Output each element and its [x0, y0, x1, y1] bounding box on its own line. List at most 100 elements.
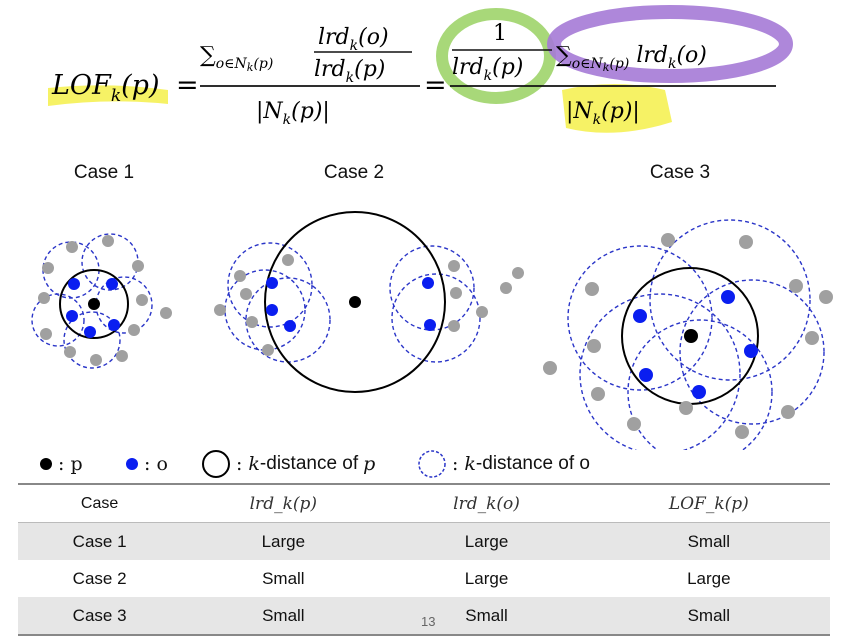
gray-point [819, 290, 833, 304]
legend-kdist-o-text: -distance of o [475, 453, 590, 474]
table-row: Case 2 Small Large Large [18, 560, 830, 597]
gray-point [64, 346, 76, 358]
p-point [684, 329, 698, 343]
case3-kdist-o-circle [649, 219, 811, 381]
legend: : p : o : k -distance of p : k -distance… [0, 446, 862, 482]
frac1-inner-num: lrdk(o) [318, 25, 389, 54]
case3-kdist-o-circle [679, 279, 825, 425]
o-point [108, 319, 120, 331]
gray-point [789, 279, 803, 293]
case1-kdist-p-circle [59, 269, 129, 339]
solid-circle-icon [202, 450, 230, 478]
gray-point [132, 260, 144, 272]
o-point [68, 278, 80, 290]
o-point [721, 290, 735, 304]
case3-kdist-o-circle [627, 319, 773, 450]
o-point [284, 320, 296, 332]
gray-point [240, 288, 252, 300]
cell-lof-p: Large [687, 568, 731, 588]
cell-lof-p: Small [587, 522, 830, 560]
gray-point [585, 282, 599, 296]
o-point [66, 310, 78, 322]
case-1-title: Case 1 [73, 162, 135, 183]
o-point [639, 368, 653, 382]
table-row: Case 3 Small Small Small [18, 597, 830, 636]
gray-point [591, 387, 605, 401]
purple-highlight-circle [547, 5, 793, 83]
cell-case: Case 1 [18, 522, 182, 560]
legend-p: : p [38, 446, 83, 482]
cell-lrd-p: Small [181, 597, 386, 636]
frac2-sum: ∑o∈Nk(p) lrdk(o) [556, 43, 707, 74]
gray-point [160, 307, 172, 319]
case-3-diagram [543, 219, 833, 450]
gray-point [735, 425, 749, 439]
case2-kdist-p-circle [264, 211, 446, 393]
lof-cases-diagram [31, 211, 833, 450]
o-point-icon [126, 458, 138, 470]
case2-kdist-o-circle [227, 242, 313, 328]
case-1-diagram [31, 233, 172, 369]
cell-lrd-p: Small [262, 568, 305, 588]
o-point [266, 277, 278, 289]
gray-point [543, 361, 557, 375]
gray-point [234, 270, 246, 282]
gray-point [102, 235, 114, 247]
page-number: 13 [421, 614, 436, 629]
gray-point [128, 324, 140, 336]
dashed-circle-icon [418, 450, 446, 478]
p-point-icon [40, 458, 52, 470]
p-point [88, 298, 100, 310]
legend-kdist-o-k: k [464, 453, 476, 475]
gray-point [450, 287, 462, 299]
o-point [744, 344, 758, 358]
legend-o: : o [124, 446, 168, 482]
formula-highlights [48, 5, 793, 133]
header-lrd-p: lrd_k(p) [181, 483, 386, 523]
legend-kdist-p-text: -distance of [259, 453, 359, 474]
header-lrd-o: lrd_k(o) [385, 483, 588, 523]
case3-kdist-o-circle [579, 293, 741, 450]
gray-point [40, 328, 52, 340]
case2-kdist-o-circle [224, 269, 306, 351]
o-point [633, 309, 647, 323]
gray-point [476, 306, 488, 318]
frac2-coef-num: 1 [493, 21, 507, 46]
table-row: Case 1 Large Large Small [18, 522, 830, 560]
cell-lrd-p: Large [181, 522, 386, 560]
gray-point [246, 316, 258, 328]
case-2-title: Case 2 [323, 162, 385, 183]
legend-kdist-p-prefix: : [236, 453, 243, 475]
case1-kdist-o-circle [63, 311, 121, 369]
gray-point [512, 267, 524, 279]
legend-o-label: : o [144, 453, 168, 475]
gray-point [90, 354, 102, 366]
case-2-diagram [214, 211, 524, 393]
gray-point [587, 339, 601, 353]
o-point [84, 326, 96, 338]
legend-kdist-o-prefix: : [452, 453, 459, 475]
frac2-coef-den: lrdk(p) [452, 55, 523, 84]
gray-point [448, 320, 460, 332]
table-header-row: Case lrd_k(p) lrd_k(o) LOF_k(p) [18, 483, 830, 523]
case2-kdist-o-circle [391, 273, 481, 363]
gray-point [66, 241, 78, 253]
green-highlight-circle [436, 8, 556, 104]
o-point [692, 385, 706, 399]
o-point [424, 319, 436, 331]
frac1-denominator: |Nk(p)| [256, 99, 330, 128]
legend-p-label: : p [58, 453, 83, 475]
case2-kdist-o-circle [245, 277, 331, 363]
cell-case: Case 3 [18, 597, 182, 636]
frac1-numerator: ∑o∈Nk(p) [200, 43, 273, 74]
cell-lrd-o: Large [385, 522, 588, 560]
yellow-highlight-lhs [48, 85, 168, 106]
formula-lhs: LOFk(p) [51, 70, 159, 106]
gray-point [661, 233, 675, 247]
header-case: Case [18, 483, 182, 523]
lof-formula: LOFk(p) = ∑o∈Nk(p) lrdk(o) lrdk(p) |Nk(p… [48, 5, 793, 133]
formula-equals-2: = [424, 70, 447, 101]
gray-point [805, 331, 819, 345]
case-3-title: Case 3 [649, 162, 711, 183]
case2-kdist-o-circle [389, 245, 475, 331]
